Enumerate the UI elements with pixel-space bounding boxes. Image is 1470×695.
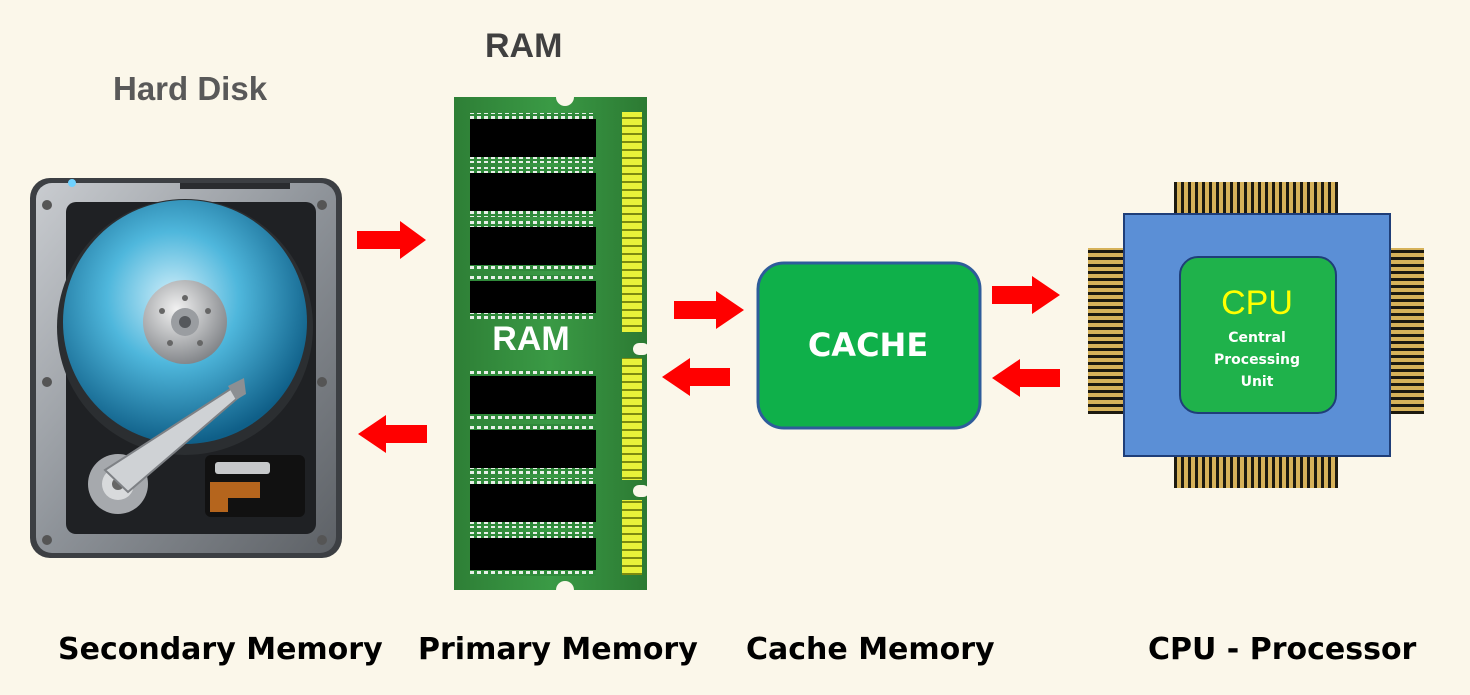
actuator-arm	[88, 378, 246, 514]
ram-title: RAM	[485, 27, 563, 65]
cpu-line-1: Central	[1228, 330, 1286, 346]
hard-disk-title: Hard Disk	[113, 70, 268, 107]
cache-block: CACHE	[756, 261, 982, 430]
arrow-right-disk-to-ram	[357, 221, 426, 259]
cpu-pins-left	[1088, 248, 1128, 414]
caption-cpu-processor: CPU - Processor	[1148, 632, 1417, 667]
caption-primary-memory: Primary Memory	[418, 632, 698, 667]
cpu-pins-top	[1174, 182, 1338, 218]
cpu-pins-right	[1386, 248, 1424, 414]
cpu-chip-image: CPU Central Processing Unit	[1088, 182, 1424, 488]
caption-secondary-memory: Secondary Memory	[58, 632, 383, 667]
cpu-line-2: Processing	[1214, 352, 1300, 368]
ram-contacts-top	[622, 112, 642, 332]
arrow-right-ram-to-cache	[674, 291, 744, 329]
ram-module-image: RAM	[454, 88, 649, 599]
hard-disk-image	[30, 178, 342, 558]
ram-contacts-bottom	[622, 500, 642, 575]
cpu-title: CPU	[1221, 284, 1293, 322]
cache-label: CACHE	[808, 326, 928, 364]
caption-cache-memory: Cache Memory	[746, 632, 995, 667]
ram-chips-upper	[470, 113, 596, 319]
cpu-core	[1179, 256, 1337, 414]
arrow-left-ram-to-disk	[358, 415, 427, 453]
ram-chips-lower	[470, 370, 596, 576]
led-icon	[68, 179, 76, 187]
cpu-line-3: Unit	[1241, 374, 1274, 390]
cpu-pins-bottom	[1174, 452, 1338, 488]
ram-chip-label: RAM	[492, 320, 569, 358]
arrow-right-cache-to-cpu	[992, 276, 1060, 314]
arrow-left-cache-to-ram	[662, 358, 730, 396]
ram-contacts-middle	[622, 358, 642, 480]
arrow-left-cpu-to-cache	[992, 359, 1060, 397]
